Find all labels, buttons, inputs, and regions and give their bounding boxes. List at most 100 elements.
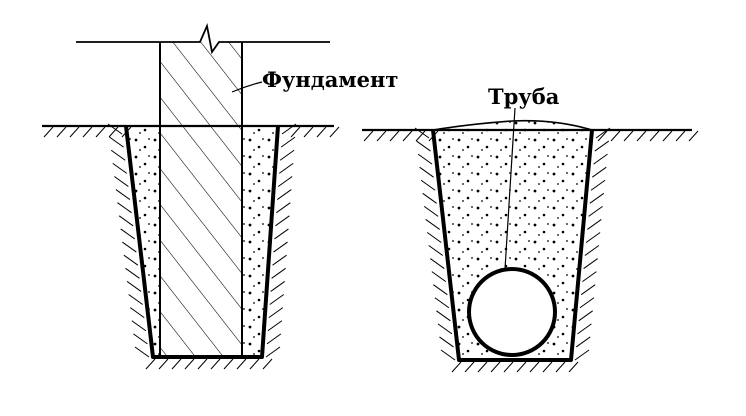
foundation-column [160,42,242,357]
soil-hatch-tick [277,189,292,200]
soil-hatch-tick [114,176,129,187]
foundation-outline [159,42,243,357]
soil-hatch-tick [577,323,592,335]
soil-hatch-tick [126,281,142,292]
soil-hatch-tick [575,336,591,348]
soil-hatch-tick [589,192,605,204]
soil-hatch-tick [158,358,169,370]
soil-hatch-tick [425,219,440,230]
soil-hatch-tick [675,130,686,142]
soil-hatch-tick [579,297,595,309]
soil-hatch-tick [131,320,147,332]
soil-hatch-tick [389,130,400,142]
soil-hatch-tick [623,130,634,142]
soil-hatch-tick [636,130,647,142]
soil-hatch-tick [434,297,450,309]
soil-hatch-tick [110,149,126,161]
soil-hatch-tick [108,126,119,138]
pipe-trench: Труба [362,84,699,373]
soil-hatch-tick [272,254,287,266]
soil-hatch-tick [433,284,448,296]
soil-hatch-tick [437,323,453,335]
soil-hatch-tick [279,149,295,161]
soil-hatch-tick [107,123,123,135]
soil-hatch-tick [649,130,660,142]
sand-backfill-left [128,126,160,357]
soil-hatch-tick [595,127,611,139]
soil-hatch-tick [275,215,290,227]
soil-hatch-tick [262,358,273,370]
soil-hatch-tick [210,358,221,370]
soil-hatch-tick [268,307,284,319]
soil-side-hatching-left [107,123,297,370]
soil-hatch-tick [120,228,135,240]
soil-hatch-tick [123,254,139,266]
soil-hatch-tick [376,130,387,142]
soil-hatch-tick [584,245,600,256]
soil-hatch-tick [414,127,430,139]
soil-hatch-tick [436,310,451,322]
soil-hatch-tick [440,349,456,361]
soil-hatch-tick [197,358,208,370]
soil-hatch-tick [274,228,289,240]
soil-hatch-tick [587,219,602,230]
soil-hatch-tick [363,130,374,142]
soil-hatching-left [43,126,340,138]
soil-hatch-tick [417,153,433,165]
soil-hatch-tick [423,205,439,217]
soil-hatch-tick [280,136,296,148]
soil-hatch-tick [583,258,598,269]
soil-hatch-tick [580,284,596,296]
soil-hatch-tick [420,179,436,191]
trench-wall-right [431,129,594,362]
soil-hatch-tick [516,361,527,373]
soil-hatch-tick [574,349,590,361]
soil-hatch-tick [69,126,80,138]
soil-hatch-tick [115,189,131,200]
soil-hatch-tick [594,140,610,152]
soil-hatch-tick [593,153,608,165]
soil-hatch-tick [464,361,475,373]
soil-hatch-tick [688,130,699,142]
pipe [467,267,557,357]
soil-hatch-tick [267,320,283,332]
soil-hatch-tick [184,358,195,370]
soil-side-hatching-right [414,127,611,373]
soil-hatch-tick [329,126,340,138]
soil-hatch-tick [316,126,327,138]
soil-hatch-tick [171,358,182,370]
soil-hatch-tick [269,294,285,305]
soil-hatch-tick [129,307,145,319]
soil-hatch-tick [503,361,514,373]
soil-hatch-tick [117,202,132,214]
soil-hatch-tick [415,130,426,142]
pipe-leader [504,107,516,270]
soil-hatch-tick [451,361,462,373]
soil-hatch-tick [490,361,501,373]
soil-hatch-tick [303,126,314,138]
soil-hatch-tick [590,179,606,191]
sand-backfill-right [242,126,276,357]
foundation-trench: Фундамент [42,22,398,370]
soil-hatch-tick [265,346,281,358]
foundation-leader [231,81,263,93]
soil-hatch-tick [95,126,106,138]
soil-hatch-tick [278,162,294,174]
soil-hatch-tick [542,361,553,373]
soil-hatch-tick [134,346,150,358]
soil-hatch-tick [529,361,540,373]
soil-hatch-tick [430,258,445,269]
soil-hatch-tick [290,126,301,138]
soil-hatch-tick [555,361,566,373]
soil-hatch-tick [128,294,143,305]
pipe-label: Труба [488,84,560,109]
soil-hatch-tick [585,232,601,243]
soil-hatch-tick [582,271,597,283]
building-line [76,22,330,55]
soil-hatch-tick [270,281,285,292]
soil-hatch-tick [145,358,156,370]
soil-hatch-tick [223,358,234,370]
foundation-label: Фундамент [262,67,398,92]
soil-hatch-tick [56,126,67,138]
